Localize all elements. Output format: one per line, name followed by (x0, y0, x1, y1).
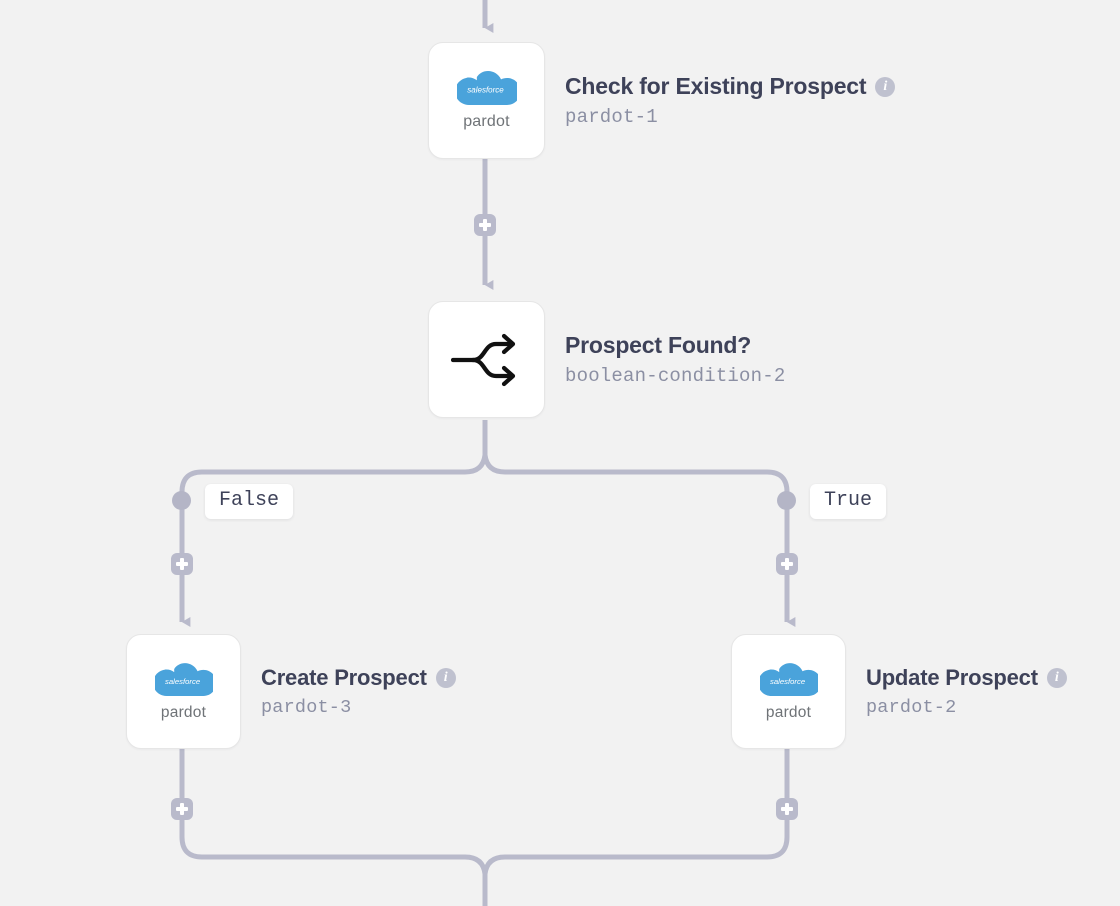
node-pardot-3[interactable]: salesforce pardot Create Prospect i pard… (126, 634, 456, 749)
node-title: Check for Existing Prospect (565, 73, 867, 100)
node-subtitle: boolean-condition-2 (565, 364, 786, 387)
branch-dot-false[interactable] (172, 491, 191, 510)
pardot-wordmark: pardot (463, 113, 510, 130)
info-icon[interactable]: i (1046, 667, 1067, 688)
wire-split-left (179, 454, 488, 500)
branch-label-false[interactable]: False (205, 484, 294, 519)
add-step-true-branch[interactable] (776, 553, 798, 575)
wire-merge-left (179, 820, 488, 875)
node-title: Update Prospect (866, 665, 1038, 691)
node-card-boolean-condition-2[interactable] (428, 301, 545, 418)
node-boolean-condition-2[interactable]: Prospect Found? boolean-condition-2 (428, 301, 785, 418)
node-pardot-1[interactable]: salesforce pardot Check for Existing Pro… (428, 42, 896, 159)
add-step-after-pardot-2[interactable] (776, 798, 798, 820)
info-icon[interactable]: i (435, 667, 456, 688)
node-title: Create Prospect (261, 665, 427, 691)
wire-merge-right (482, 820, 790, 875)
svg-text:salesforce: salesforce (467, 86, 504, 95)
node-subtitle: pardot-2 (866, 696, 957, 718)
node-labels-pardot-1: Check for Existing Prospect i pardot-1 (565, 73, 896, 128)
add-step-after-pardot-1[interactable] (474, 214, 496, 236)
wire-split-right (482, 454, 790, 500)
pardot-logo-icon: salesforce pardot (759, 662, 818, 722)
node-labels-pardot-2: Update Prospect i pardot-2 (866, 665, 1067, 718)
pardot-wordmark: pardot (765, 703, 812, 721)
pardot-logo-icon: salesforce pardot (154, 662, 213, 722)
branch-label-true[interactable]: True (810, 484, 887, 519)
node-card-pardot-3[interactable]: salesforce pardot (126, 634, 241, 749)
node-pardot-2[interactable]: salesforce pardot Update Prospect i pard… (731, 634, 1067, 749)
svg-text:salesforce: salesforce (164, 676, 199, 685)
node-subtitle: pardot-3 (261, 696, 352, 718)
branch-dot-true[interactable] (777, 491, 796, 510)
node-card-pardot-1[interactable]: salesforce pardot (428, 42, 545, 159)
node-labels-boolean-condition-2: Prospect Found? boolean-condition-2 (565, 332, 785, 386)
node-card-pardot-2[interactable]: salesforce pardot (731, 634, 846, 749)
add-step-false-branch[interactable] (171, 553, 193, 575)
pardot-logo-icon: salesforce pardot (456, 70, 517, 131)
info-icon[interactable]: i (875, 76, 896, 97)
add-step-after-pardot-3[interactable] (171, 798, 193, 820)
branch-fork-icon (450, 333, 515, 386)
pardot-wordmark: pardot (160, 703, 207, 721)
svg-text:salesforce: salesforce (769, 676, 804, 685)
node-title: Prospect Found? (565, 332, 752, 359)
node-subtitle: pardot-1 (565, 105, 658, 128)
node-labels-pardot-3: Create Prospect i pardot-3 (261, 665, 456, 718)
